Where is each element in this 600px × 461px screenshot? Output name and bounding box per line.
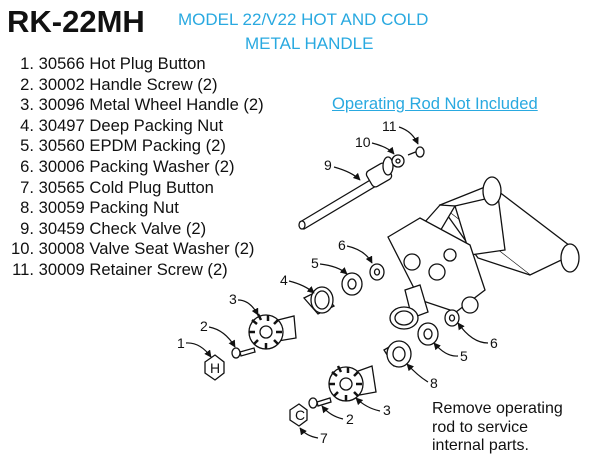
callout-11: 11	[382, 118, 397, 134]
callout-8: 8	[430, 375, 438, 391]
list-item: 9. 30459 Check Valve (2)	[20, 218, 207, 238]
callout-2a: 2	[200, 318, 208, 334]
deep-packing-nut	[302, 286, 336, 315]
callout-3b: 3	[383, 402, 391, 418]
list-item: 2. 30002 Handle Screw (2)	[20, 74, 218, 94]
cold-plug-label: C	[295, 407, 305, 423]
handle-screw	[231, 347, 332, 409]
valve-seat-washer	[391, 154, 405, 168]
kit-title: RK-22MH	[7, 4, 145, 39]
parts-list: 1. 30566 Hot Plug Button 2. 30002 Handle…	[11, 54, 264, 281]
list-item: 6. 30006 Packing Washer (2)	[20, 156, 235, 176]
leader-lines	[185, 126, 489, 439]
service-note: Remove operating rod to service internal…	[432, 400, 563, 454]
metal-wheel-handle	[248, 313, 377, 402]
list-item: 10. 30008 Valve Seat Washer (2)	[11, 239, 255, 259]
list-item: 8. 30059 Packing Nut	[20, 198, 179, 218]
packing-washer	[369, 263, 460, 327]
list-item: 5. 30560 EPDM Packing (2)	[20, 136, 226, 156]
callout-9: 9	[324, 157, 332, 173]
list-item: 11. 30009 Retainer Screw (2)	[12, 259, 228, 279]
callout-4: 4	[280, 272, 288, 288]
list-item: 3. 30096 Metal Wheel Handle (2)	[20, 95, 264, 115]
handle-subtitle: METAL HANDLE	[245, 34, 374, 53]
list-item: 7. 30565 Cold Plug Button	[20, 177, 214, 197]
check-valve	[298, 156, 394, 230]
callout-6b: 6	[490, 335, 498, 351]
hot-plug-label: H	[210, 360, 220, 376]
list-item: 4. 30497 Deep Packing Nut	[20, 115, 224, 135]
callout-7: 7	[320, 430, 328, 446]
operating-rod-link[interactable]: Operating Rod Not Included	[332, 94, 538, 113]
callout-3a: 3	[229, 291, 237, 307]
model-subtitle: MODEL 22/V22 HOT AND COLD	[178, 10, 429, 29]
callout-6a: 6	[338, 237, 346, 253]
packing-nut	[383, 340, 412, 368]
retainer-screw	[407, 146, 425, 158]
epdm-packing	[341, 272, 439, 346]
callout-10: 10	[355, 134, 371, 150]
callout-1: 1	[177, 335, 185, 351]
plug-button	[204, 354, 308, 427]
callout-2b: 2	[346, 411, 354, 427]
valve-body	[387, 176, 580, 330]
list-item: 1. 30566 Hot Plug Button	[20, 54, 206, 73]
callout-5a: 5	[311, 255, 319, 271]
callout-5b: 5	[460, 348, 468, 364]
